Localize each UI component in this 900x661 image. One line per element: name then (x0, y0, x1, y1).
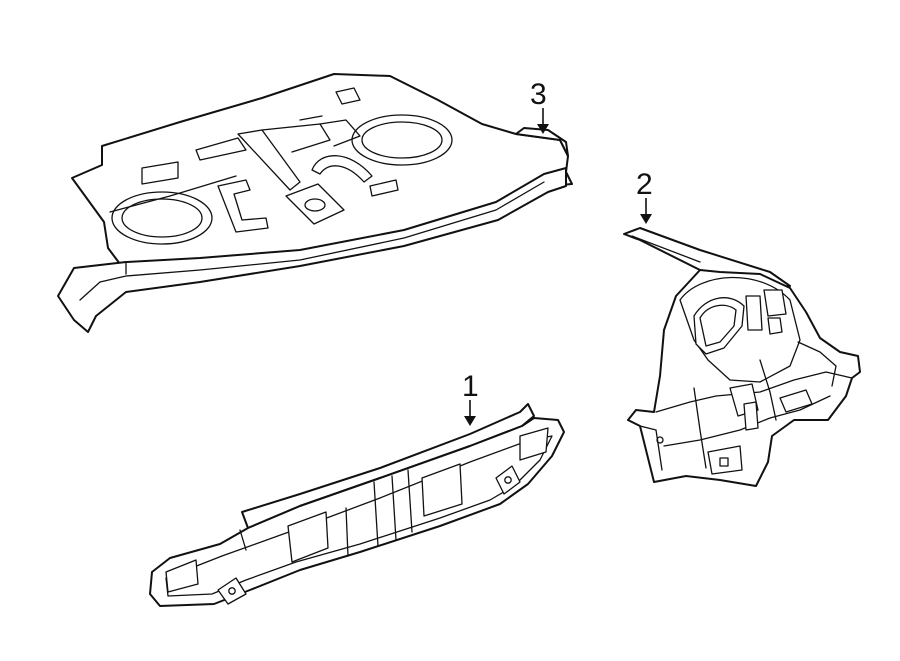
right-speaker-opening (351, 114, 453, 166)
tray-center-bracket (285, 183, 345, 225)
rear-panel-tab-left (217, 577, 247, 605)
part-1-rear-panel[interactable] (149, 403, 565, 607)
part-2-quarter-panel[interactable] (623, 227, 861, 487)
wheel-opening (693, 297, 745, 355)
callout-2: 2 (636, 168, 653, 224)
rear-panel-cutout-left (165, 559, 199, 593)
tray-right-end (515, 127, 569, 157)
rear-panel-cutout-center (421, 463, 463, 517)
callout-1-label: 1 (462, 370, 479, 403)
callout-2-label: 2 (636, 168, 653, 201)
tray-front-lip (57, 167, 567, 333)
callout-3-label: 3 (530, 78, 547, 111)
rear-panel-body (149, 417, 565, 607)
callout-3: 3 (530, 78, 549, 134)
quarter-panel-body (627, 269, 861, 487)
rear-panel-cutout-center-left (287, 511, 329, 563)
left-speaker-opening (111, 191, 213, 245)
rear-panel-tab-right (495, 465, 521, 495)
part-3-package-tray[interactable] (57, 73, 573, 333)
rear-panel-cutout-right (519, 427, 549, 461)
callout-1: 1 (462, 370, 479, 426)
